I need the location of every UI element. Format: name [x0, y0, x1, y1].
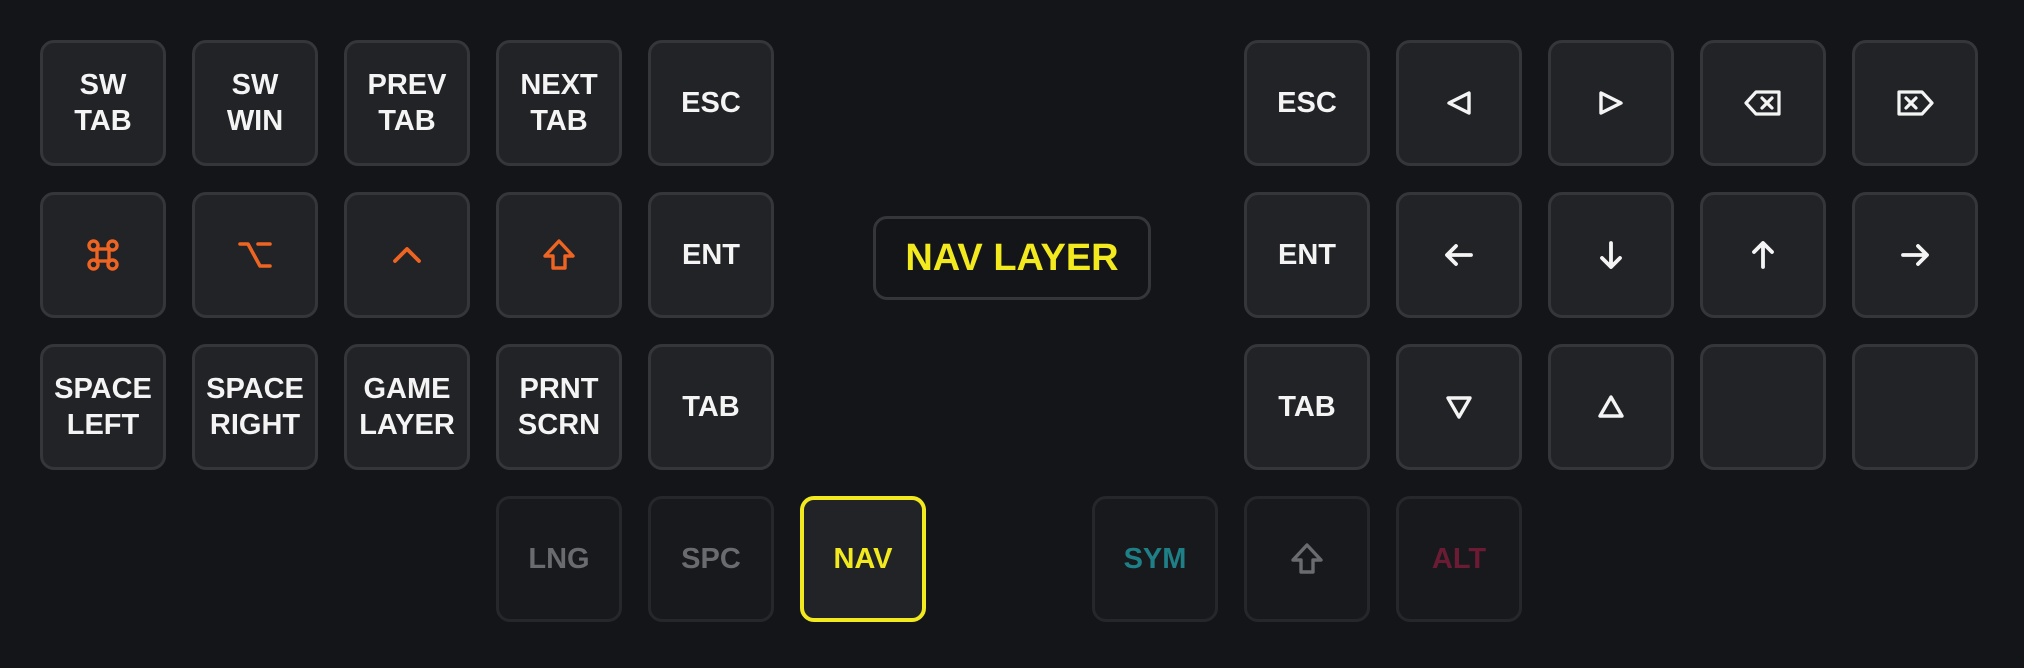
key-option[interactable]: [192, 192, 318, 318]
key-tab-right[interactable]: TAB: [1244, 344, 1370, 470]
key-label: GAME: [363, 373, 451, 405]
key-label: LNG: [528, 543, 590, 575]
key-shift[interactable]: [496, 192, 622, 318]
key-arrow-left[interactable]: [1396, 192, 1522, 318]
layer-title: NAV LAYER: [873, 216, 1151, 300]
key-label: SPACE: [54, 373, 152, 405]
key-space-right[interactable]: SPACE RIGHT: [192, 344, 318, 470]
key-arrow-up[interactable]: [1700, 192, 1826, 318]
triangle-right-icon: [1599, 91, 1623, 115]
arrow-left-icon: [1445, 244, 1473, 266]
triangle-up-icon: [1598, 395, 1624, 418]
key-arrow-down[interactable]: [1548, 192, 1674, 318]
key-label: SPACE: [206, 373, 304, 405]
key-label: PREV: [367, 69, 447, 101]
key-label: WIN: [226, 105, 284, 137]
key-prev[interactable]: [1396, 40, 1522, 166]
key-label: SCRN: [517, 409, 601, 441]
thumb-sym[interactable]: SYM: [1092, 496, 1218, 622]
arrow-up-icon: [1752, 241, 1774, 269]
thumb-lng[interactable]: LNG: [496, 496, 622, 622]
thumb-nav-active[interactable]: NAV: [800, 496, 926, 622]
key-label: ENT: [1278, 239, 1336, 271]
key-label: LEFT: [66, 409, 140, 441]
key-triangle-down[interactable]: [1396, 344, 1522, 470]
key-command[interactable]: [40, 192, 166, 318]
key-label: SW: [79, 69, 127, 101]
key-label: TAB: [682, 391, 740, 423]
key-label: LAYER: [359, 409, 455, 441]
key-ent-right[interactable]: ENT: [1244, 192, 1370, 318]
arrow-down-icon: [1600, 241, 1622, 269]
key-print-screen[interactable]: PRNT SCRN: [496, 344, 622, 470]
key-space-left[interactable]: SPACE LEFT: [40, 344, 166, 470]
key-label: RIGHT: [209, 409, 301, 441]
thumb-shift[interactable]: [1244, 496, 1370, 622]
key-prev-tab[interactable]: PREV TAB: [344, 40, 470, 166]
key-label: TAB: [530, 105, 588, 137]
key-label: TAB: [1278, 391, 1336, 423]
key-label: NAV: [833, 543, 893, 575]
key-label: SW: [231, 69, 279, 101]
delete-forward-icon: [1897, 90, 1934, 116]
triangle-left-icon: [1447, 91, 1471, 115]
key-next-tab[interactable]: NEXT TAB: [496, 40, 622, 166]
thumb-alt[interactable]: ALT: [1396, 496, 1522, 622]
option-icon: [238, 242, 272, 268]
triangle-down-icon: [1446, 396, 1472, 419]
key-triangle-up[interactable]: [1548, 344, 1674, 470]
key-delete-forward[interactable]: [1852, 40, 1978, 166]
key-sw-tab[interactable]: SW TAB: [40, 40, 166, 166]
command-icon: [87, 239, 119, 271]
key-blank-2[interactable]: [1852, 344, 1978, 470]
key-backspace[interactable]: [1700, 40, 1826, 166]
key-esc-left[interactable]: ESC: [648, 40, 774, 166]
key-control[interactable]: [344, 192, 470, 318]
key-esc-right[interactable]: ESC: [1244, 40, 1370, 166]
key-label: ENT: [682, 239, 740, 271]
key-blank-1[interactable]: [1700, 344, 1826, 470]
thumb-spc[interactable]: SPC: [648, 496, 774, 622]
control-icon: [393, 247, 421, 263]
key-label: ESC: [1277, 87, 1337, 119]
key-ent-left[interactable]: ENT: [648, 192, 774, 318]
key-label: TAB: [378, 105, 436, 137]
key-next[interactable]: [1548, 40, 1674, 166]
backspace-icon: [1744, 90, 1781, 116]
shift-icon: [543, 239, 575, 270]
key-label: ALT: [1431, 543, 1487, 575]
key-tab-left[interactable]: TAB: [648, 344, 774, 470]
key-game-layer[interactable]: GAME LAYER: [344, 344, 470, 470]
key-label: SYM: [1123, 543, 1187, 575]
key-label: ESC: [681, 87, 741, 119]
key-label: TAB: [74, 105, 132, 137]
key-sw-win[interactable]: SW WIN: [192, 40, 318, 166]
key-label: SPC: [681, 543, 741, 575]
shift-icon: [1291, 543, 1323, 574]
key-label: PRNT: [519, 373, 599, 405]
key-label: NEXT: [520, 69, 598, 101]
arrow-right-icon: [1901, 244, 1929, 266]
key-arrow-right[interactable]: [1852, 192, 1978, 318]
